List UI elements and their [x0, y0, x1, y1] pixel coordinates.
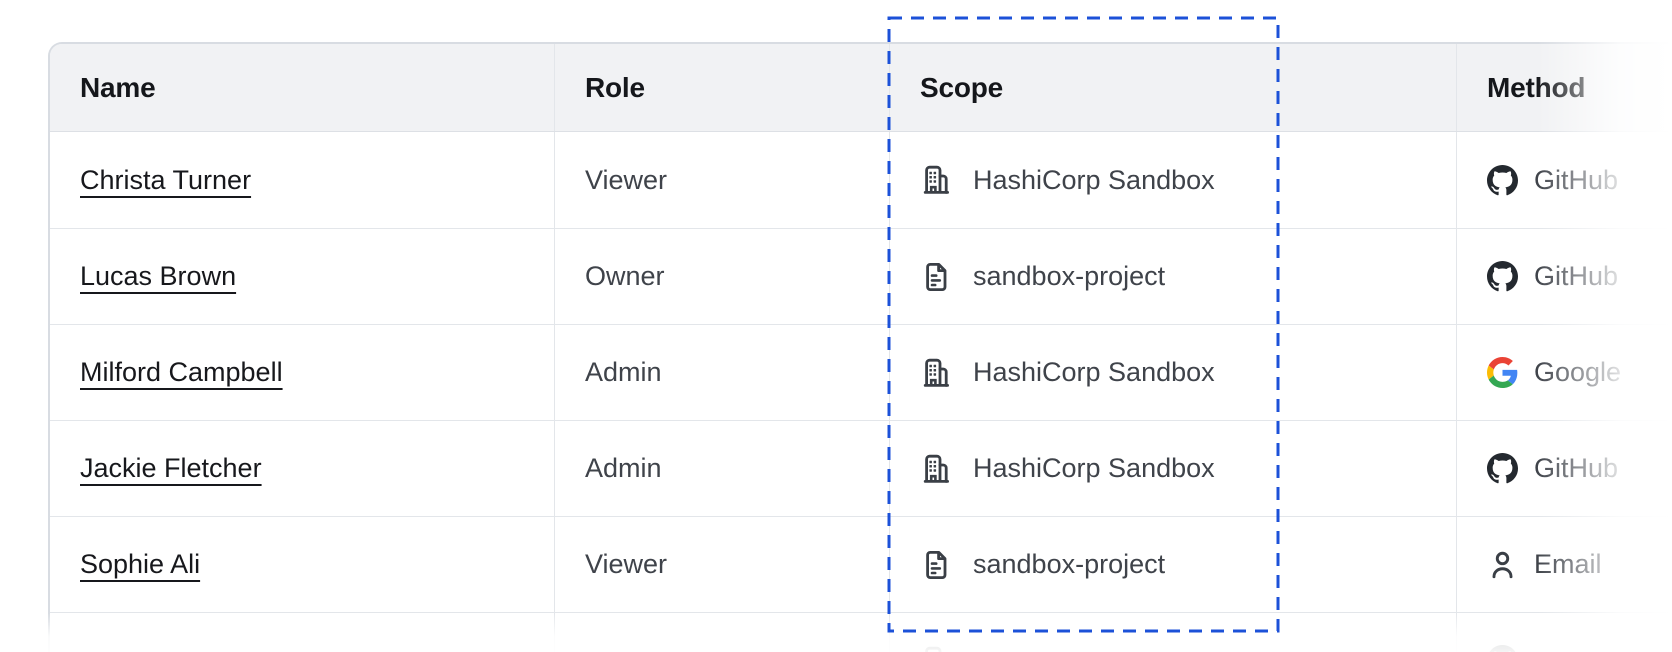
column-header-method: Method — [1456, 44, 1672, 131]
members-table: Name Role Scope Method Christa Turner Vi… — [48, 42, 1672, 652]
method-value: GitHub — [1534, 164, 1619, 195]
scope-value: sandbox-project — [973, 261, 1166, 291]
role-value: Viewer — [585, 164, 668, 195]
method-cell: Email — [1456, 517, 1672, 612]
name-cell: Christa Turner — [50, 132, 554, 228]
method-cell: GitHub — [1456, 132, 1672, 228]
column-header-name: Name — [50, 44, 554, 131]
name-cell: Jackie Fletcher — [50, 421, 554, 516]
table-body: Christa Turner Viewer HashiCorp Sandbox … — [50, 132, 1672, 652]
table-row: Jackie Fletcher Admin HashiCorp Sandbox … — [50, 420, 1672, 516]
role-cell: Viewer — [554, 132, 889, 228]
table-row: Christa Turner Viewer HashiCorp Sandbox … — [50, 132, 1672, 228]
method-cell: GitHub — [1456, 229, 1672, 324]
column-header-name-label: Name — [80, 71, 156, 103]
scope-cell: HashiCorp Sandbox — [889, 421, 1456, 516]
role-cell: Admin — [554, 421, 889, 516]
file-text-icon — [920, 261, 952, 293]
role-value: Owner — [585, 261, 665, 291]
github-icon — [1487, 164, 1518, 196]
name-cell: Sophie Ali — [50, 517, 554, 612]
building-icon — [920, 357, 952, 389]
file-text-icon — [920, 549, 952, 581]
method-value: Google — [1534, 357, 1622, 387]
github-icon — [1487, 645, 1518, 652]
table-row-partial — [50, 612, 1672, 652]
role-value: Admin — [585, 453, 662, 483]
method-cell: Google — [1456, 325, 1672, 420]
column-header-role: Role — [554, 44, 889, 131]
name-cell: Lucas Brown — [50, 229, 554, 324]
method-value: GitHub — [1534, 453, 1619, 483]
member-name-link[interactable]: Lucas Brown — [80, 261, 237, 291]
scope-value: HashiCorp Sandbox — [973, 164, 1215, 195]
scope-cell: sandbox-project — [889, 229, 1456, 324]
method-value: GitHub — [1534, 261, 1619, 291]
name-cell — [50, 613, 554, 652]
role-cell: Viewer — [554, 517, 889, 612]
building-icon — [920, 453, 952, 485]
method-value: Email — [1534, 549, 1602, 579]
column-header-role-label: Role — [585, 71, 645, 103]
github-icon — [1487, 261, 1518, 292]
table-header-row: Name Role Scope Method — [50, 44, 1672, 132]
column-header-method-label: Method — [1487, 71, 1586, 103]
role-cell: Admin — [554, 325, 889, 420]
scope-cell: HashiCorp Sandbox — [889, 325, 1456, 420]
scope-value: sandbox-project — [973, 549, 1166, 579]
google-icon — [1487, 357, 1518, 388]
scope-cell: sandbox-project — [889, 517, 1456, 612]
table-row: Milford Campbell Admin HashiCorp Sandbox… — [50, 324, 1672, 420]
member-name-link[interactable]: Milford Campbell — [80, 357, 283, 387]
table-row: Sophie Ali Viewer sandbox-project Email — [50, 516, 1672, 612]
role-cell — [554, 613, 889, 652]
user-icon — [1487, 549, 1518, 580]
scope-value: HashiCorp Sandbox — [973, 453, 1215, 483]
method-cell — [1456, 613, 1672, 652]
method-cell: GitHub — [1456, 421, 1672, 516]
role-value: Viewer — [585, 549, 668, 579]
member-name-link[interactable]: Jackie Fletcher — [80, 453, 262, 483]
member-name-link[interactable]: Christa Turner — [80, 164, 252, 195]
scope-value: HashiCorp Sandbox — [973, 357, 1215, 387]
role-cell: Owner — [554, 229, 889, 324]
building-icon — [920, 164, 952, 196]
scope-cell: HashiCorp Sandbox — [889, 132, 1456, 228]
table-row: Lucas Brown Owner sandbox-project GitHub — [50, 228, 1672, 324]
building-icon — [920, 645, 952, 652]
column-header-scope: Scope — [889, 44, 1456, 131]
scope-cell — [889, 613, 1456, 652]
name-cell: Milford Campbell — [50, 325, 554, 420]
role-value: Admin — [585, 357, 662, 387]
column-header-scope-label: Scope — [920, 71, 1004, 103]
member-name-link[interactable]: Sophie Ali — [80, 549, 201, 579]
github-icon — [1487, 453, 1518, 484]
